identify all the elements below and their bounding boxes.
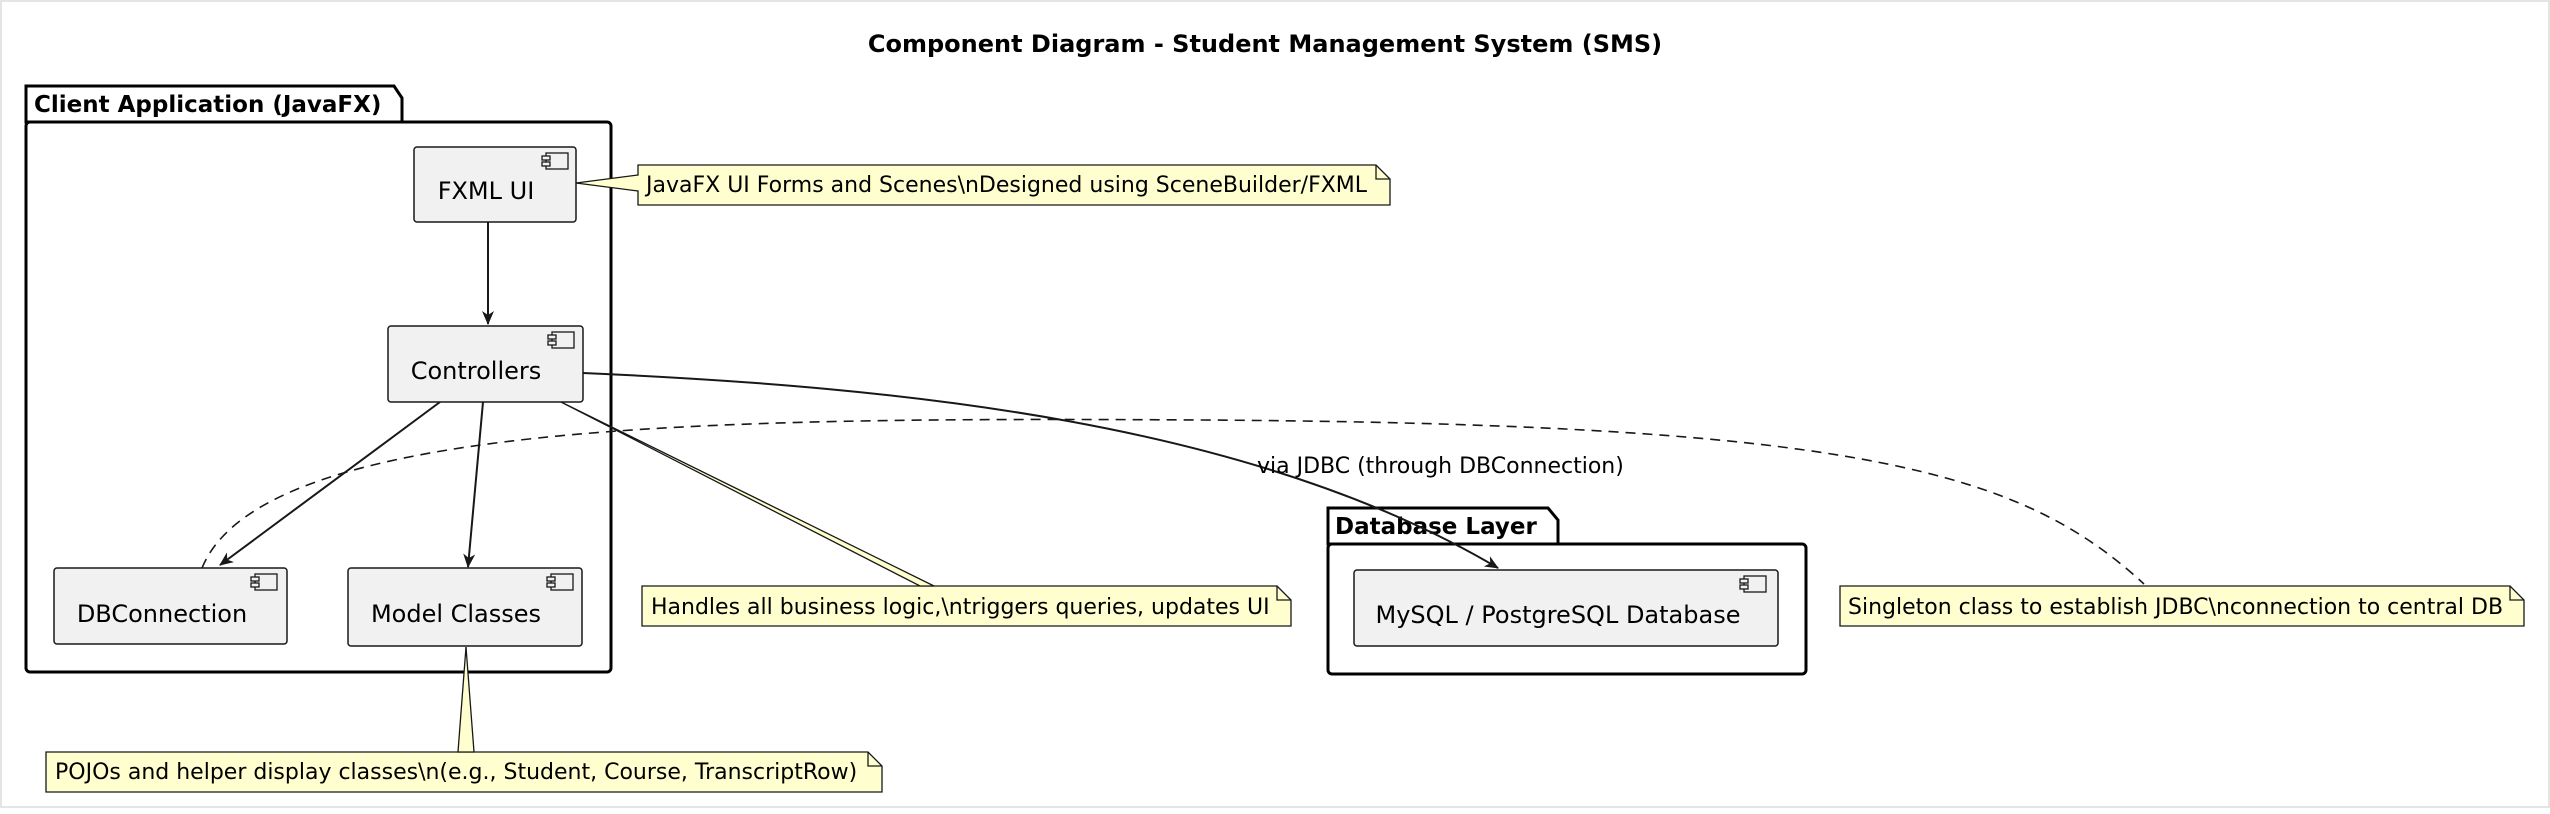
note-fxml: JavaFX UI Forms and Scenes\nDesigned usi…: [575, 164, 1391, 206]
note-dbconnection: Singleton class to establish JDBC\nconne…: [1839, 585, 2525, 627]
component-dbconnection[interactable]: DBConnection: [53, 567, 288, 645]
package-client-label: Client Application (JavaFX): [34, 92, 381, 118]
edge-controllers-to-database: [582, 372, 1499, 569]
component-controllers[interactable]: Controllers: [387, 325, 584, 403]
note-models: POJOs and helper display classes\n(e.g.,…: [45, 646, 883, 793]
component-dbconnection-label: DBConnection: [77, 600, 247, 628]
edge-note-dbconnection-dashed: [201, 418, 2145, 585]
edge-controllers-to-models: [463, 401, 484, 568]
diagram-title: Component Diagram - Student Management S…: [868, 30, 1662, 58]
component-model-classes-label: Model Classes: [371, 600, 541, 628]
note-models-text: POJOs and helper display classes\n(e.g.,…: [55, 760, 857, 785]
note-dbconnection-text: Singleton class to establish JDBC\nconne…: [1848, 595, 2503, 620]
component-controllers-label: Controllers: [411, 357, 542, 385]
note-controllers-text: Handles all business logic,\ntriggers qu…: [651, 595, 1270, 620]
component-fxml-ui[interactable]: FXML UI: [413, 146, 577, 223]
component-database[interactable]: MySQL / PostgreSQL Database: [1353, 569, 1779, 647]
component-fxml-ui-label: FXML UI: [438, 177, 535, 205]
note-controllers: Handles all business logic,\ntriggers qu…: [560, 401, 1292, 627]
component-model-classes[interactable]: Model Classes: [347, 567, 583, 647]
edge-controllers-to-dbconnection: [219, 401, 441, 566]
package-client-application: Client Application (JavaFX): [24, 84, 613, 674]
component-database-label: MySQL / PostgreSQL Database: [1376, 601, 1741, 629]
edge-label-jdbc: via JDBC (through DBConnection): [1257, 454, 1624, 479]
package-database-label: Database Layer: [1335, 514, 1537, 540]
note-fxml-text: JavaFX UI Forms and Scenes\nDesigned usi…: [644, 173, 1368, 198]
